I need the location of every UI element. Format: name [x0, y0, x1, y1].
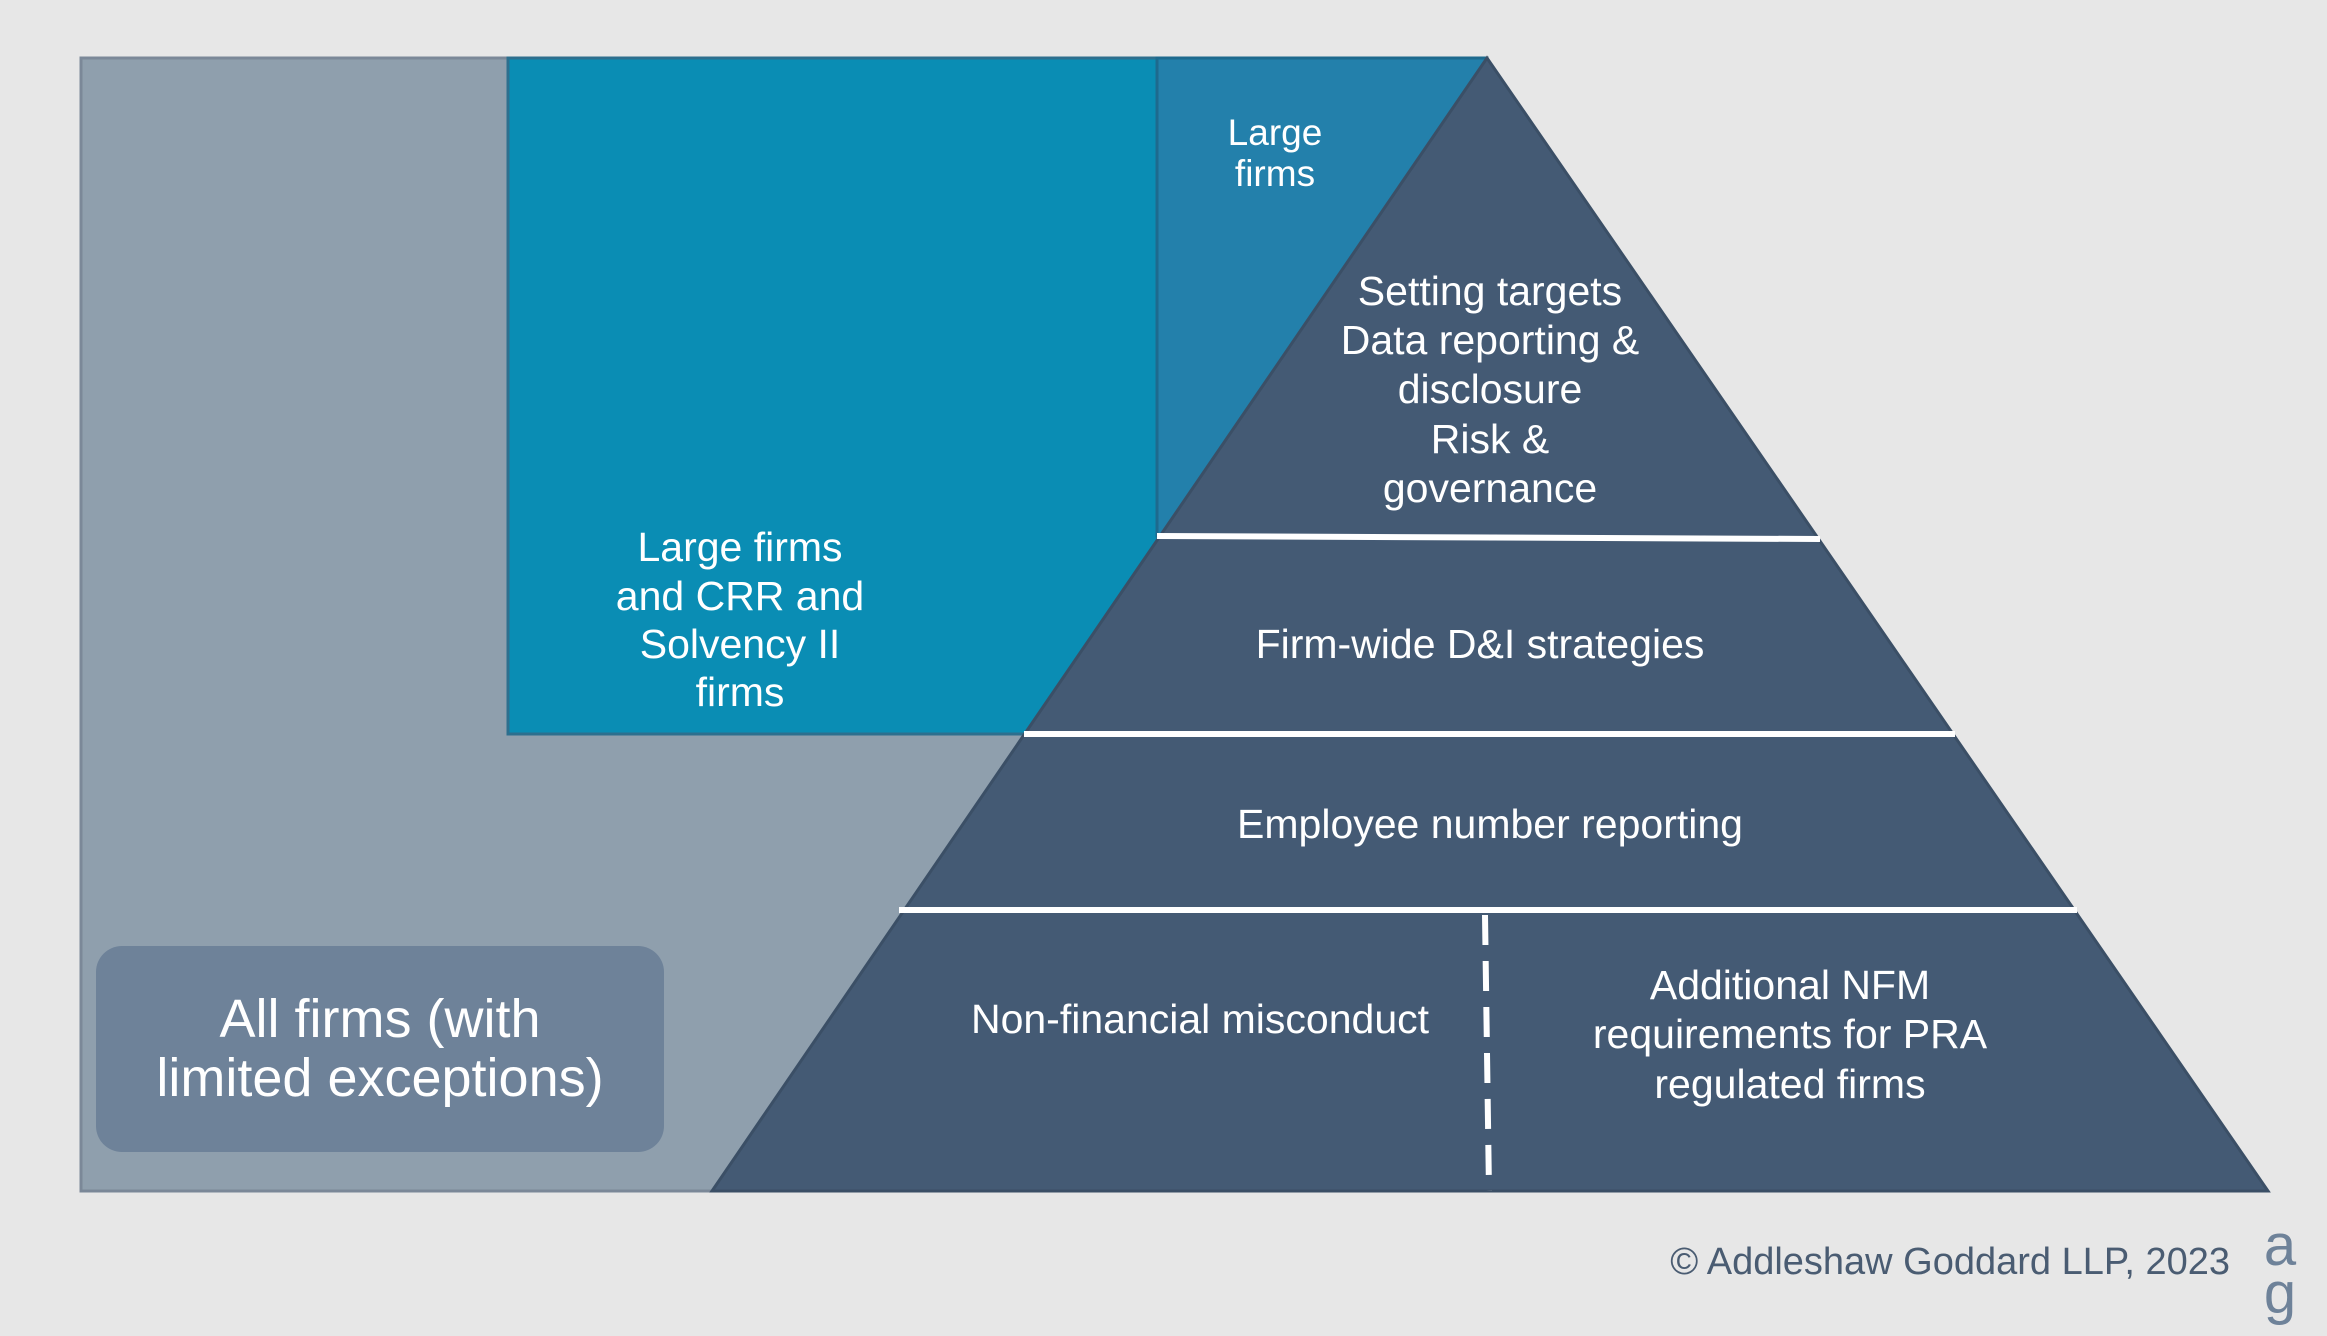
ag-logo-letter-g: g	[2263, 1260, 2297, 1326]
top-tier-label-line: Risk &	[1430, 415, 1550, 462]
top-tier-label-line: Setting targets	[1357, 268, 1623, 315]
bottom-tier-dashed-divider	[1482, 914, 1492, 1192]
large-crr-solvency-area	[506, 56, 1160, 736]
large-crr-solvency-label-line: firms	[695, 669, 785, 716]
top-tier-label-line: Data reporting &	[1340, 317, 1640, 364]
non-financial-misconduct-label: Non-financial misconduct	[970, 996, 1430, 1043]
large-crr-solvency-label: Large firms and CRR and Solvency II firm…	[560, 500, 920, 740]
additional-nfm-label-line: requirements for PRA	[1592, 1011, 1988, 1058]
additional-nfm-label-line: regulated firms	[1654, 1060, 1926, 1107]
additional-nfm-label-line: Additional NFM	[1649, 962, 1931, 1009]
top-tier-label-line: governance	[1382, 464, 1598, 511]
employee-number-reporting-label: Employee number reporting	[1237, 801, 1743, 848]
ag-logo-letter-a: a	[2263, 1213, 2297, 1278]
pyramid-top-tier-label: Setting targets Data reporting & disclos…	[1300, 255, 1680, 525]
ag-logo: a g	[2258, 1213, 2302, 1328]
additional-nfm-label: Additional NFM requirements for PRA regu…	[1540, 950, 2040, 1120]
tier-divider-1	[1156, 533, 1821, 542]
copyright-notice: © Addleshaw Goddard LLP, 2023	[1670, 1240, 2230, 1283]
large-firms-label: Large firms	[1180, 108, 1370, 198]
all-firms-label: All firms (with limited exceptions)	[156, 988, 604, 1108]
top-tier-label-line: disclosure	[1397, 366, 1583, 413]
large-firms-label-line: firms	[1234, 153, 1316, 194]
dni-strategies-label: Firm-wide D&I strategies	[1255, 621, 1705, 668]
large-crr-solvency-label-line: Large firms	[637, 524, 843, 571]
large-crr-solvency-label-line: and CRR and	[615, 572, 865, 619]
large-crr-solvency-label-line: Solvency II	[639, 621, 841, 667]
large-firms-label-line: Large	[1227, 111, 1323, 153]
all-firms-label-box	[96, 946, 664, 1152]
